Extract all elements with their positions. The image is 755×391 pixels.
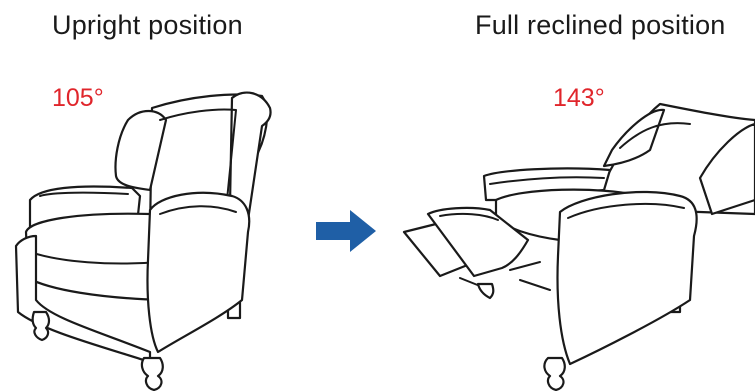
reclined-caption: Full reclined position <box>475 10 726 40</box>
upright-caption: Upright position <box>52 10 243 40</box>
upright-angle-label: 105° <box>52 84 104 112</box>
arrow-right-icon <box>316 210 376 252</box>
reclined-angle-label: 143° <box>553 84 605 112</box>
